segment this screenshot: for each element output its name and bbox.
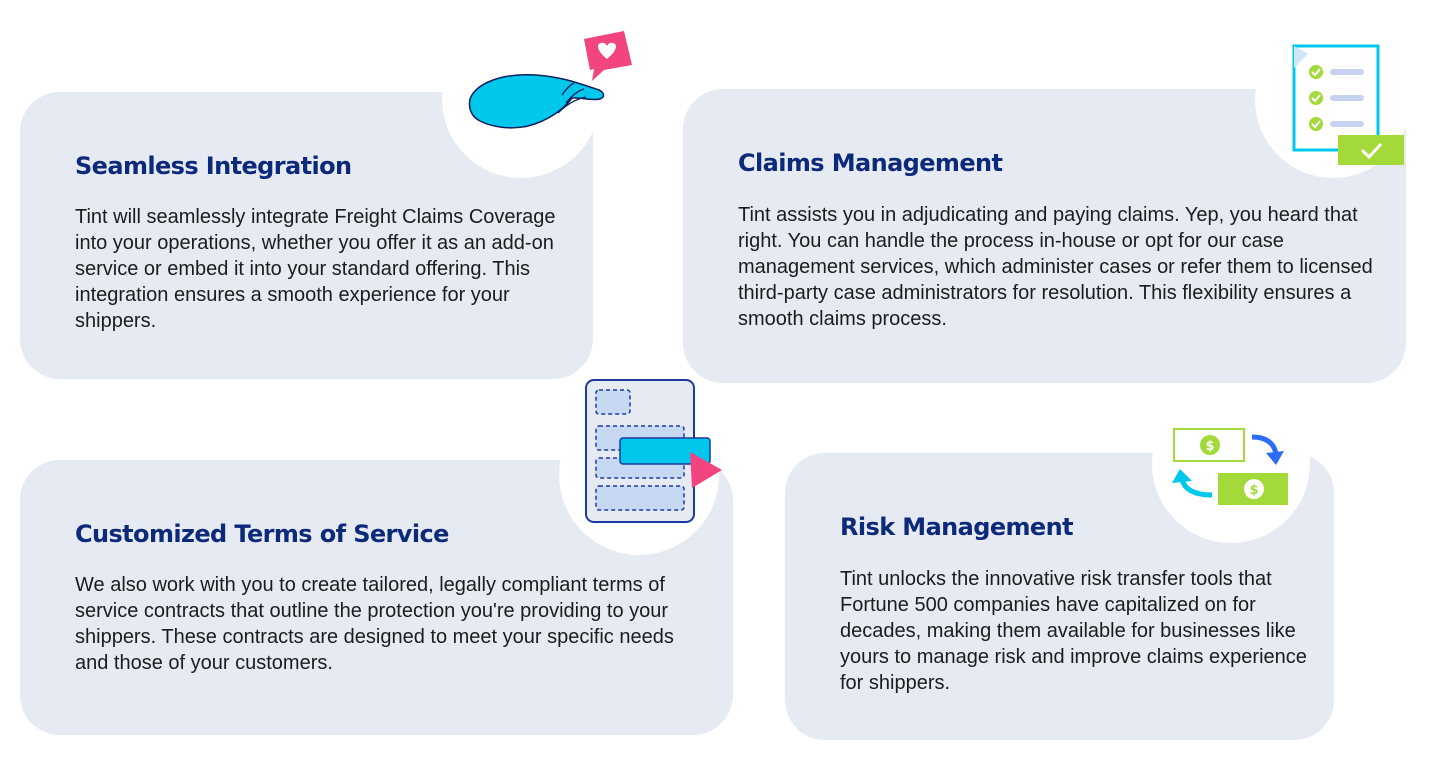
card-title: Customized Terms of Service — [75, 520, 449, 548]
money-exchange-icon: $ $ — [1170, 425, 1292, 509]
form-builder-icon — [584, 378, 724, 526]
card-title: Risk Management — [840, 513, 1074, 541]
icon-notch — [1152, 385, 1310, 543]
card-seamless-integration: Seamless Integration Tint will seamlessl… — [20, 20, 600, 379]
checklist-icon — [1286, 40, 1408, 168]
card-body: We also work with you to create tailored… — [75, 574, 674, 674]
card-body: Tint will seamlessly integrate Freight C… — [75, 206, 556, 332]
card-body: Tint unlocks the innovative risk transfe… — [840, 568, 1307, 694]
svg-text:$: $ — [1249, 483, 1258, 498]
svg-text:$: $ — [1205, 439, 1214, 454]
card-title: Claims Management — [738, 149, 1003, 177]
card-title: Seamless Integration — [75, 152, 352, 180]
hand-heart-icon — [466, 25, 636, 140]
card-body: Tint assists you in adjudicating and pay… — [738, 204, 1373, 330]
